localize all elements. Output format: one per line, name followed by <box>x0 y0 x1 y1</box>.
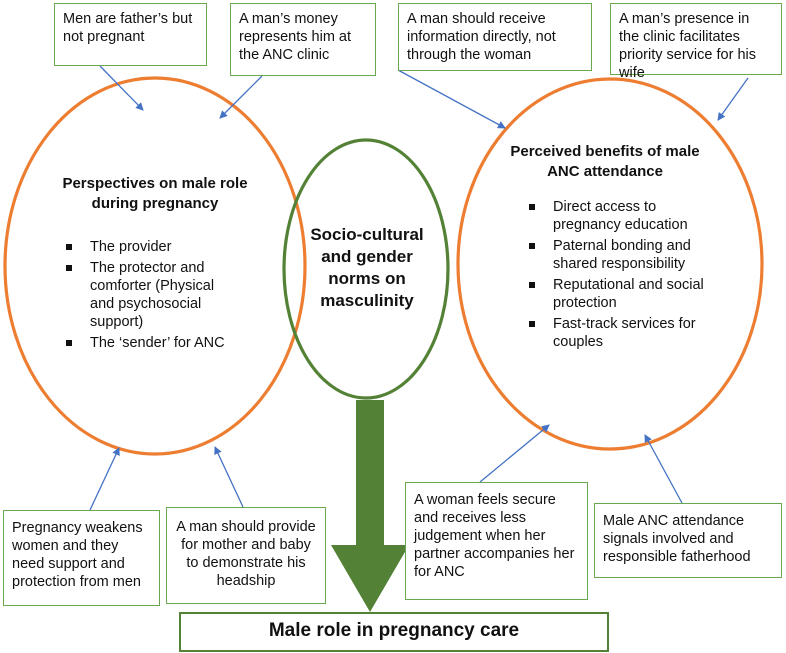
right-list-item: Paternal bonding and shared responsibili… <box>529 237 709 273</box>
arrow-bottom-1 <box>89 447 120 511</box>
down-arrow <box>331 400 409 612</box>
top-box-1: Men are father’s but not pregnant <box>54 3 207 66</box>
top-box-4: A man’s presence in the clinic facilitat… <box>610 3 782 81</box>
arrow-bottom-4 <box>644 434 683 504</box>
outcome-box: Male role in pregnancy care <box>179 612 609 652</box>
bottom-box-1-text: Pregnancy weakens women and they need su… <box>12 520 143 590</box>
bottom-box-3: A woman feels secure and receives less j… <box>405 482 588 600</box>
right-circle <box>456 77 764 451</box>
arrow-bottom-2 <box>214 446 244 508</box>
left-list-item: The provider <box>66 238 241 256</box>
outcome-text: Male role in pregnancy care <box>268 620 520 641</box>
bottom-box-4: Male ANC attendance signals involved and… <box>594 503 782 578</box>
left-circle-title: Perspectives on male role during pregnan… <box>62 175 248 212</box>
left-circle-list: The provider The protector and comforter… <box>66 238 241 355</box>
right-list-item: Reputational and social protection <box>529 276 709 312</box>
right-list-item: Fast-track services for couples <box>529 315 709 351</box>
top-box-2-text: A man’s money represents him at the ANC … <box>239 11 352 63</box>
right-list-item: Direct access to pregnancy education <box>529 198 709 234</box>
top-box-3-text: A man should receive information directl… <box>407 11 556 63</box>
bottom-box-3-text: A woman feels secure and receives less j… <box>414 492 575 580</box>
left-circle <box>3 76 307 456</box>
arrow-top-2 <box>219 75 263 119</box>
bottom-box-1: Pregnancy weakens women and they need su… <box>3 510 160 606</box>
arrow-top-3 <box>397 69 506 129</box>
top-box-1-text: Men are father’s but not pregnant <box>63 11 193 45</box>
right-circle-list: Direct access to pregnancy education Pat… <box>529 198 709 354</box>
left-list-item: The protector and comforter (Physical an… <box>66 259 241 331</box>
arrow-top-4 <box>717 77 749 121</box>
bottom-box-2-text: A man should provide for mother and baby… <box>176 519 316 589</box>
arrow-bottom-3 <box>479 424 550 483</box>
top-box-2: A man’s money represents him at the ANC … <box>230 3 376 76</box>
top-box-4-text: A man’s presence in the clinic facilitat… <box>619 11 756 81</box>
bottom-box-2: A man should provide for mother and baby… <box>166 507 326 604</box>
left-list-item: The ‘sender’ for ANC <box>66 334 241 352</box>
top-box-3: A man should receive information directl… <box>398 3 592 71</box>
center-circle <box>282 138 450 400</box>
right-circle-title: Perceived benefits of male ANC attendanc… <box>510 143 700 180</box>
bottom-box-4-text: Male ANC attendance signals involved and… <box>603 513 751 565</box>
center-circle-title: Socio-cultural and gender norms on mascu… <box>310 225 424 310</box>
arrow-top-1 <box>99 65 144 111</box>
